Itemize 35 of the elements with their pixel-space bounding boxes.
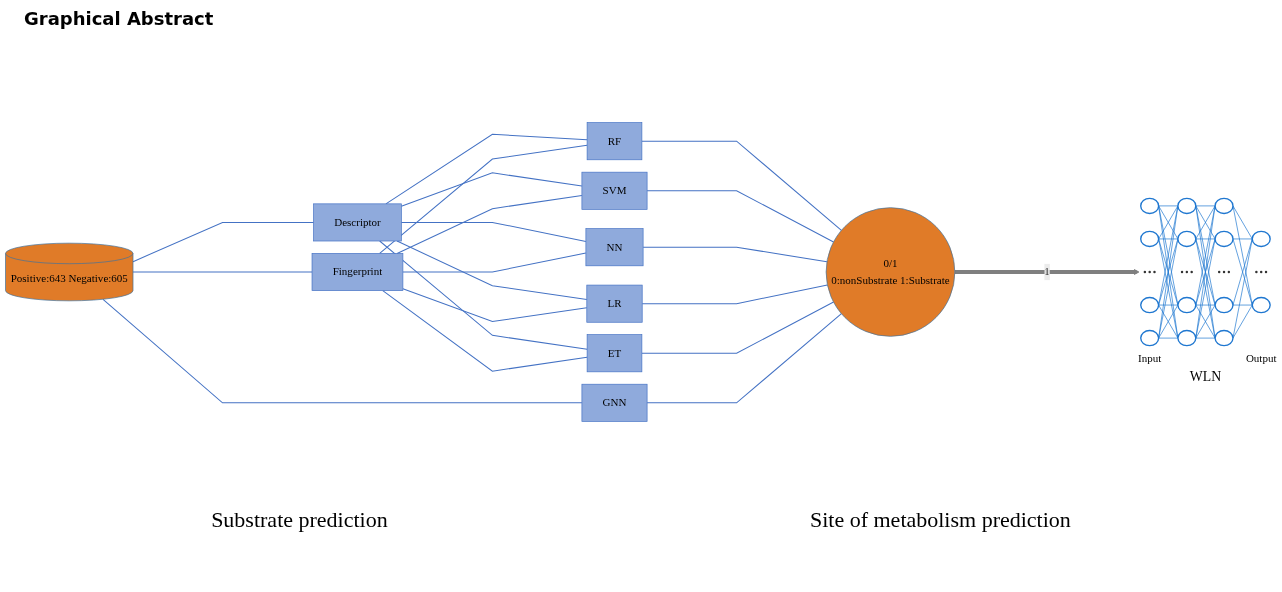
node-box: RF (586, 122, 643, 161)
connector (132, 221, 315, 263)
edge-label: 1 (1044, 265, 1050, 278)
node-box: ET (586, 334, 643, 373)
arrow (954, 268, 1140, 276)
connector (396, 195, 583, 254)
connector (402, 252, 587, 273)
title: Graphical Abstract (24, 8, 215, 29)
node-box: NN (585, 228, 644, 267)
caption-text: Output (1245, 352, 1277, 365)
connector (379, 240, 588, 350)
node-box: Fingerprint (311, 253, 404, 291)
connector (382, 290, 588, 372)
connector (641, 140, 842, 231)
connector (646, 313, 842, 404)
node-box: Descriptor (313, 203, 402, 242)
node-box: LR (586, 284, 643, 323)
caption-text: WLN (1189, 369, 1222, 385)
bracket-caption: Site of metabolism prediction (809, 507, 1071, 533)
connector (641, 301, 835, 354)
connector (641, 284, 828, 305)
connector (642, 246, 828, 263)
connector (402, 288, 588, 323)
caption-text: Input (1138, 352, 1162, 365)
node-circle: 0/1 0:nonSubstrate 1:Substrate (825, 207, 956, 337)
node-box: SVM (581, 171, 648, 210)
connector (385, 133, 588, 205)
connector (379, 144, 588, 254)
connector (102, 298, 583, 404)
connector (400, 172, 583, 207)
connector (400, 221, 587, 242)
bracket-caption: Substrate prediction (211, 507, 388, 533)
node-box: GNN (581, 383, 648, 422)
connector (132, 271, 313, 273)
connector (646, 190, 835, 243)
